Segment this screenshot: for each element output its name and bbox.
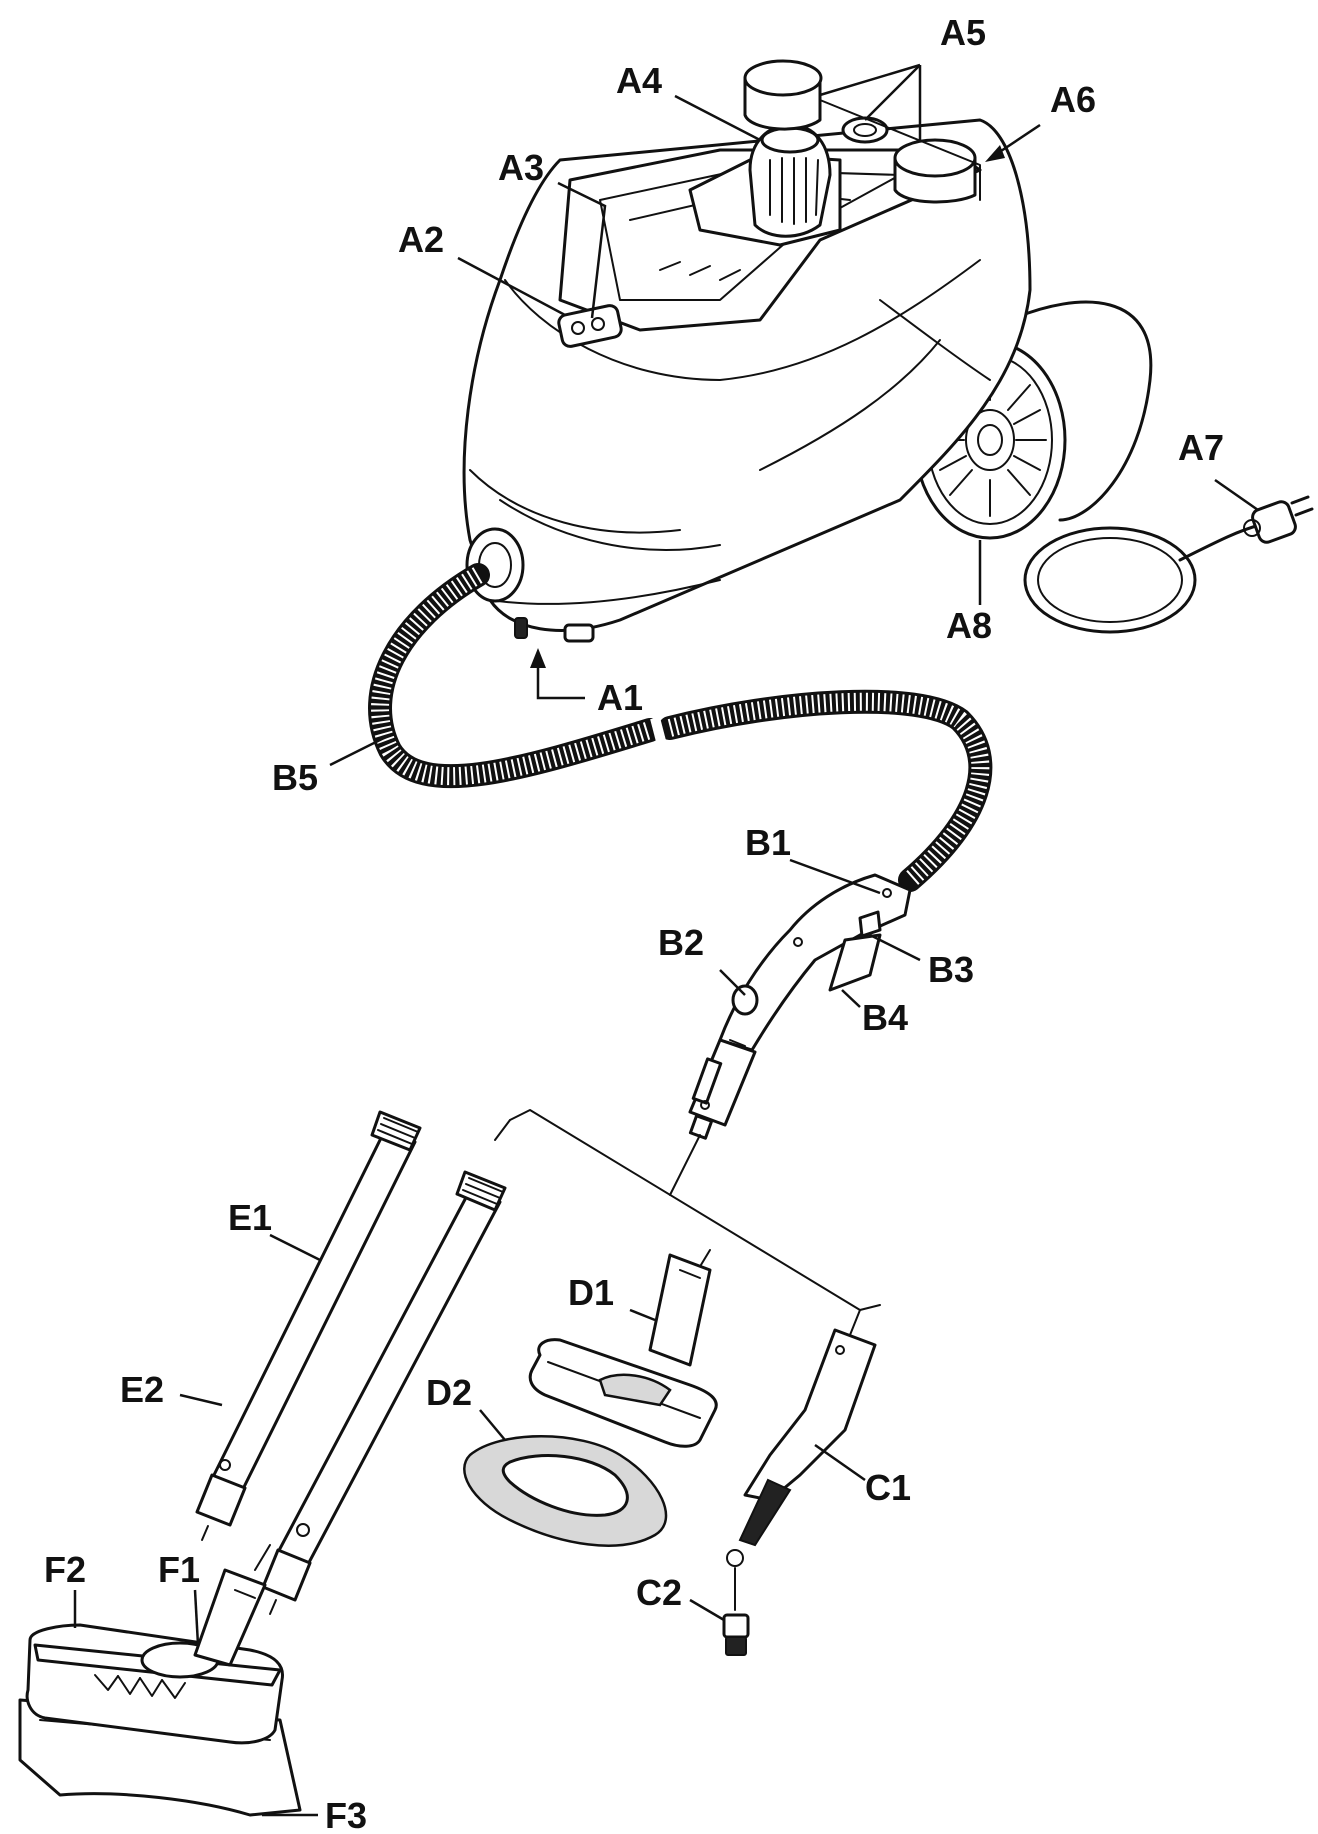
label-A4: A4	[616, 60, 662, 101]
cloth-icon	[463, 1435, 668, 1547]
label-B2: B2	[658, 922, 704, 963]
hand-nozzle-icon	[528, 1253, 718, 1448]
label-A8: A8	[946, 605, 992, 646]
filler-cap-icon	[688, 123, 842, 247]
control-buttons	[557, 304, 623, 348]
accessory-holder-icon	[743, 59, 981, 204]
label-A6: A6	[1050, 79, 1096, 120]
label-B5: B5	[272, 757, 318, 798]
part-labels: A1 A2 A3 A4 A5 A6 A7 A8 B1 B2 B3 B4 B5 C…	[44, 12, 1224, 1834]
leader-lines	[73, 63, 1259, 1817]
label-F3: F3	[325, 1795, 367, 1834]
steam-hose-icon	[368, 563, 993, 892]
label-B3: B3	[928, 949, 974, 990]
label-A1: A1	[597, 677, 643, 718]
floor-nozzle-icon	[18, 1544, 302, 1817]
extension-tube-icon	[195, 1110, 507, 1615]
label-B1: B1	[745, 822, 791, 863]
label-F1: F1	[158, 1549, 200, 1590]
label-C2: C2	[636, 1572, 682, 1613]
steam-gun-icon	[688, 873, 912, 1140]
label-B4: B4	[862, 997, 908, 1038]
label-F2: F2	[44, 1549, 86, 1590]
label-C1: C1	[865, 1467, 911, 1508]
label-A3: A3	[498, 147, 544, 188]
power-plug-icon	[1243, 495, 1314, 544]
label-D1: D1	[568, 1272, 614, 1313]
label-A5: A5	[940, 12, 986, 53]
brush-icon	[722, 1613, 750, 1656]
label-D2: D2	[426, 1372, 472, 1413]
steam-cleaner-body-icon	[462, 59, 1314, 643]
label-A2: A2	[398, 219, 444, 260]
label-E2: E2	[120, 1369, 164, 1410]
detail-nozzle-icon	[722, 1328, 877, 1656]
label-A7: A7	[1178, 427, 1224, 468]
label-E1: E1	[228, 1197, 272, 1238]
